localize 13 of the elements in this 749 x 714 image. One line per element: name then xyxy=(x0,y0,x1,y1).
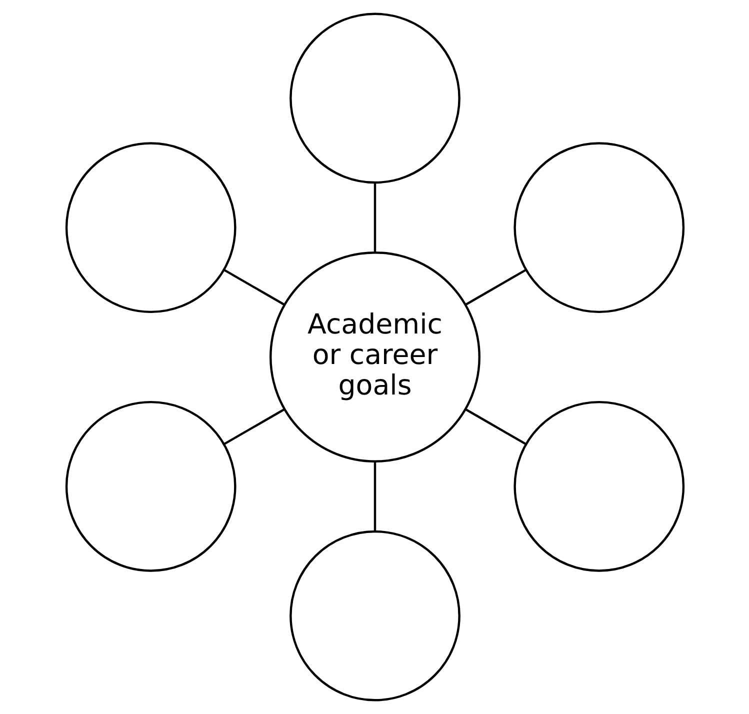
connector xyxy=(373,462,376,532)
node-circle xyxy=(289,530,460,702)
node-circle xyxy=(513,142,684,314)
connector xyxy=(373,182,376,252)
node-circle xyxy=(64,400,236,572)
node-circle xyxy=(289,12,460,184)
node-circle xyxy=(513,400,684,572)
connector xyxy=(223,408,285,446)
connector xyxy=(464,268,526,306)
node-circle: Academic or career goals xyxy=(269,252,480,462)
node-circle xyxy=(64,142,236,314)
connector xyxy=(464,408,526,446)
connector xyxy=(223,268,285,306)
